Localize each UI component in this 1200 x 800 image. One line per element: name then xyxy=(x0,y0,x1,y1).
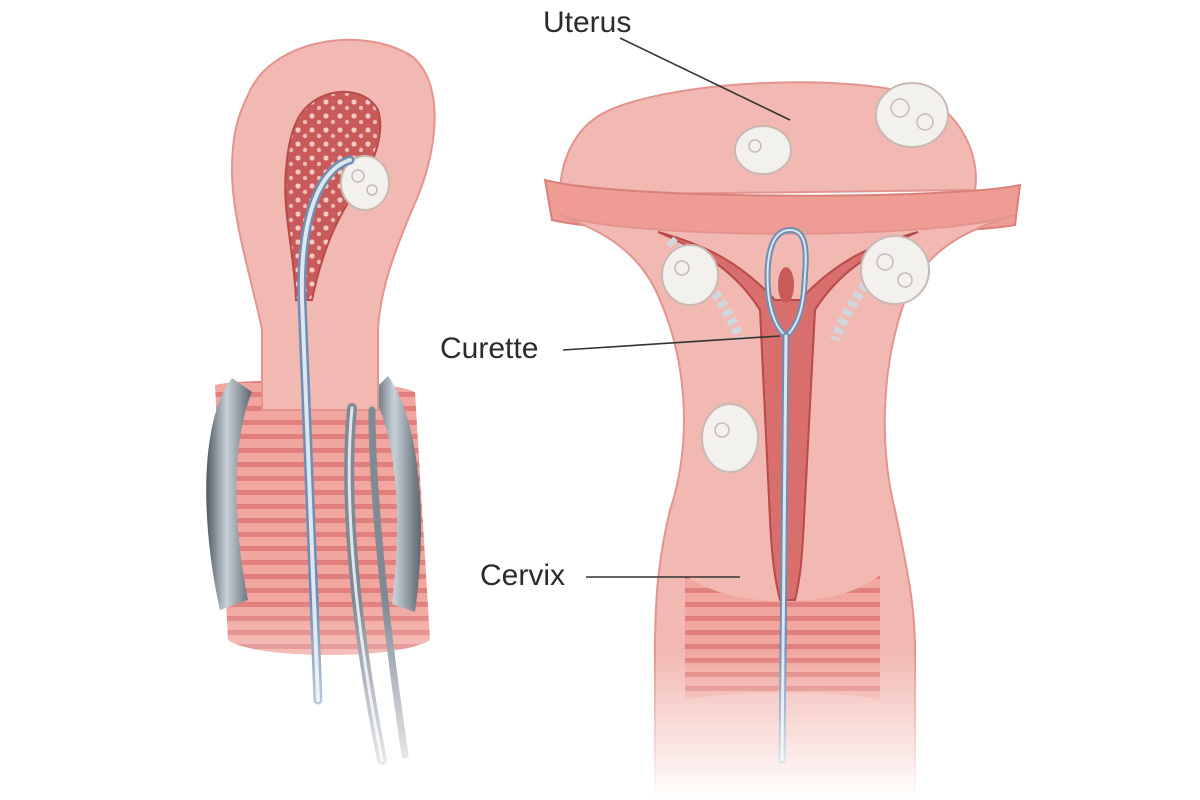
follicle-top-right xyxy=(875,82,949,148)
follicle-lower-left xyxy=(701,403,759,473)
follicle-top-center xyxy=(734,125,792,175)
endometrial-cavity xyxy=(284,90,382,301)
sagittal-view xyxy=(180,38,470,800)
speculum-left-blade xyxy=(206,378,252,610)
speculum-right-blade xyxy=(372,376,421,612)
follicle-sagittal xyxy=(340,155,390,211)
label-uterus: Uterus xyxy=(543,6,791,121)
frontal-view xyxy=(543,81,1022,800)
label-curette: Curette xyxy=(440,332,781,365)
label-uterus-text: Uterus xyxy=(543,6,631,39)
label-curette-text: Curette xyxy=(440,332,538,365)
label-cervix-text: Cervix xyxy=(480,559,565,592)
follicle-left xyxy=(661,244,719,306)
leader-line-uterus xyxy=(619,37,791,121)
leader-line-curette xyxy=(562,335,781,351)
follicle-right xyxy=(860,235,930,305)
label-cervix: Cervix xyxy=(480,559,740,592)
